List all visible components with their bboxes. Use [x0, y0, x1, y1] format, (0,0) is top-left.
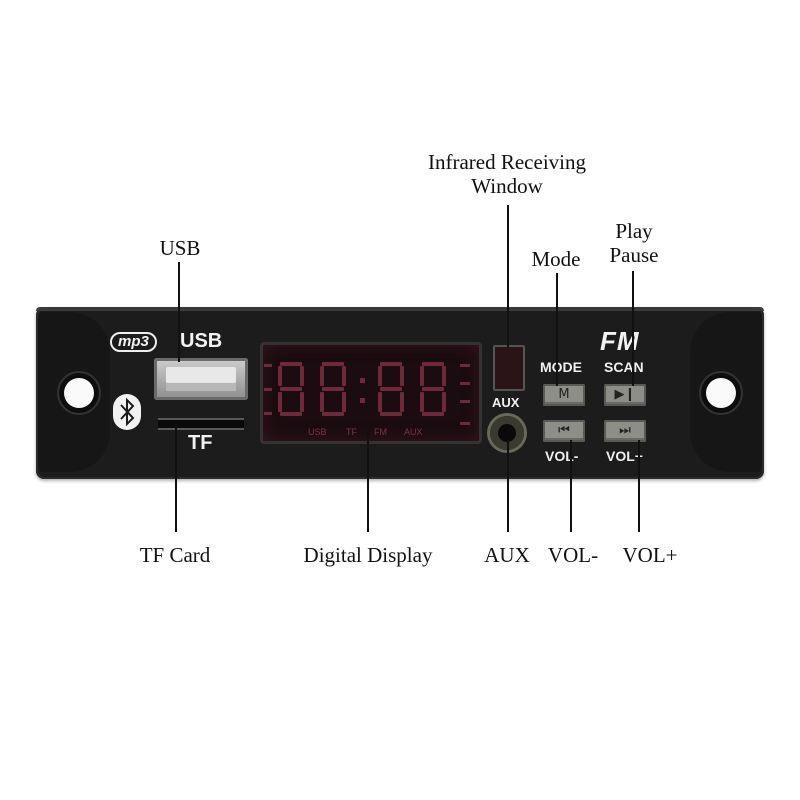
display-mode-fm: FM — [374, 427, 387, 437]
display-mode-tf: TF — [346, 427, 357, 437]
tf-card-label: TF Card — [139, 543, 211, 567]
vol-minus-panel-text: VOL- — [545, 448, 579, 464]
usb-label: USB — [159, 236, 201, 260]
leader-line-aux — [507, 440, 509, 532]
leader-line-infrared — [507, 205, 509, 347]
fm-brand-logo: FM — [600, 326, 640, 356]
leader-line-mode — [556, 273, 558, 386]
left-mounting-hole — [64, 378, 94, 408]
mode-panel-text: MODE — [540, 359, 582, 375]
play-pause-label: Play Pause — [609, 219, 659, 267]
aux-label: AUX — [484, 543, 530, 567]
digital-display-label: Digital Display — [303, 543, 433, 567]
mp3-logo: mp3 — [110, 332, 157, 352]
vol-minus-label: VOL- — [547, 543, 599, 567]
vol-plus-panel-text: VOL+ — [606, 448, 643, 464]
aux-panel-text: AUX — [492, 395, 520, 410]
leader-line-vol-plus — [638, 440, 640, 532]
play-pause-button[interactable]: ▶❙ — [604, 384, 646, 406]
scan-panel-text: SCAN — [604, 359, 644, 375]
infrared-receiving-window — [493, 345, 525, 391]
infrared-window-label: Infrared Receiving Window — [427, 150, 586, 198]
tf-panel-text: TF — [188, 432, 213, 454]
usb-port[interactable] — [154, 358, 248, 400]
mode-button[interactable]: M — [543, 384, 585, 406]
display-mode-aux: AUX — [404, 427, 423, 437]
vol-plus-label: VOL+ — [622, 543, 678, 567]
display-digits — [264, 362, 470, 425]
panel-top-edge — [36, 307, 764, 311]
display-mode-usb: USB — [308, 427, 327, 437]
leader-line-vol-minus — [570, 440, 572, 532]
leader-line-tf-card — [175, 424, 177, 532]
right-mounting-hole — [706, 378, 736, 408]
leader-line-display — [367, 432, 369, 532]
vol-minus-prev-button[interactable]: ⏮ — [543, 420, 585, 442]
leader-line-usb — [178, 262, 180, 362]
vol-plus-next-button[interactable]: ⏭ — [604, 420, 646, 442]
tf-card-slot[interactable] — [158, 418, 244, 430]
mode-label: Mode — [531, 247, 581, 271]
usb-port-inner — [166, 367, 236, 391]
usb-panel-text: USB — [180, 330, 223, 352]
bluetooth-icon — [113, 394, 141, 430]
leader-line-play-pause — [632, 271, 634, 386]
digital-display: USB TF FM AUX — [260, 342, 482, 444]
